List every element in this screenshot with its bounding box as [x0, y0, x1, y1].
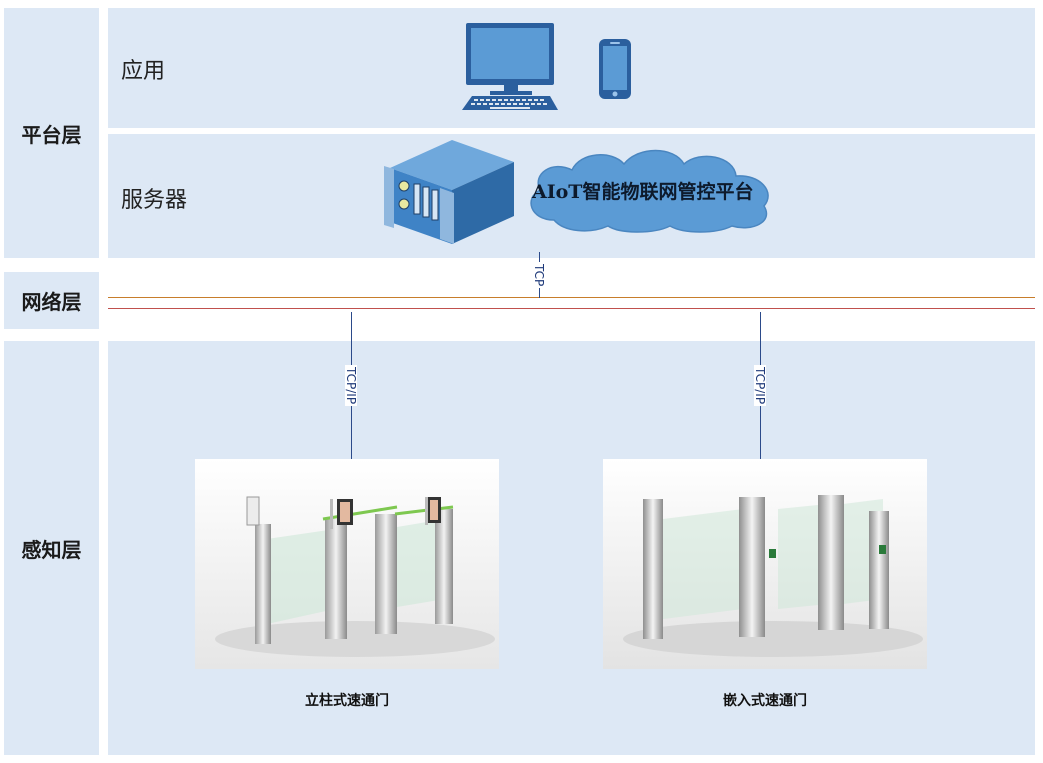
application-row [108, 8, 1035, 128]
desktop-computer-icon [462, 23, 558, 110]
pillar-speed-gate-image [195, 459, 499, 669]
embedded-speed-gate-image [603, 459, 927, 669]
network-layer-label: 网络层 [21, 290, 82, 314]
perception-layer-label: 感知层 [21, 537, 82, 562]
network-to-gate2-link-label: TCP/IP [753, 365, 767, 407]
platform-layer-label: 平台层 [21, 122, 82, 147]
platform-name: AIoT智能物联网管控平台 [532, 181, 754, 203]
cloud-icon [530, 149, 769, 233]
network-line-top [108, 297, 1035, 298]
rack-server-icon [384, 140, 514, 244]
server-to-network-link-label: TCP [532, 262, 546, 289]
application-row-label: 应用 [121, 59, 166, 84]
network-line-bottom [108, 308, 1035, 309]
perception-layer-band [4, 341, 99, 755]
platform-layer-band [4, 8, 99, 258]
gate2-caption: 嵌入式速通门 [723, 693, 807, 709]
server-row-label: 服务器 [121, 188, 188, 213]
network-to-gate1-link-label: TCP/IP [344, 365, 358, 407]
smartphone-icon [599, 39, 631, 99]
gate1-caption: 立柱式速通门 [305, 693, 389, 709]
network-layer-band [4, 272, 99, 329]
